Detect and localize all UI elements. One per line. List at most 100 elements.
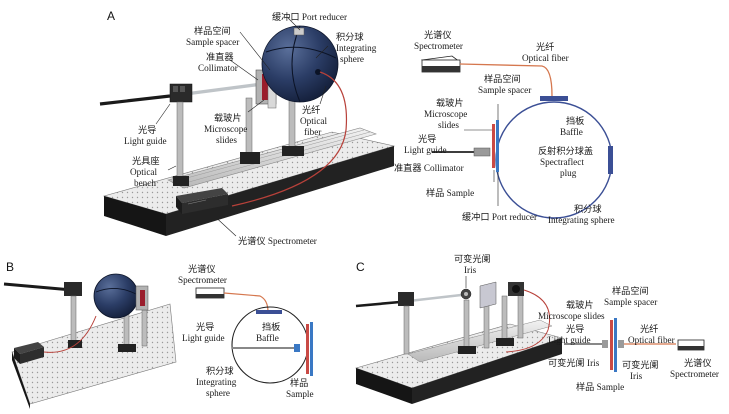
label-optical-fiber-cn-sc: 光纤	[640, 323, 658, 334]
baffle-b	[256, 310, 282, 314]
spectrometer-a	[176, 188, 228, 214]
spectraflect-plug-a	[608, 146, 613, 174]
label-iris-full-sc: 可变光阑 Iris	[548, 357, 600, 368]
label-sphere-sb: sphere	[206, 388, 230, 398]
panel-c: C	[355, 253, 564, 404]
iris-schematic-c-2	[618, 340, 624, 348]
label-sample-space-cn-a: 样品空间	[194, 25, 231, 36]
label-integrating-sb: Integrating	[196, 377, 237, 387]
label-optical-fiber-sc: Optical fiber	[628, 335, 675, 345]
panel-b-schematic: 光谱仪 Spectrometer 光导 Light guide 挡板 Baffl…	[178, 263, 314, 399]
label-optical-fiber-cn-sa: 光纤	[536, 41, 554, 52]
slides-b	[306, 324, 309, 374]
label-collimator-cn-a: 准直器	[206, 51, 234, 62]
optical-fiber-a	[231, 71, 348, 207]
label-sample-space-cn-sc: 样品空间	[612, 285, 649, 296]
slides-c	[610, 320, 613, 370]
sample-holder-b	[135, 285, 149, 311]
label-integrating-sphere-cn-a: 积分球	[336, 31, 364, 42]
label-iris-cn-sc: 可变光阑	[622, 359, 659, 370]
label-spectrometer-cn-sa: 光谱仪	[424, 29, 452, 40]
label-optical-bench-a: Optical	[130, 167, 157, 177]
label-microscope-slides-sc: Microscope slides	[538, 311, 605, 321]
sample-b	[310, 322, 313, 376]
label-sample-full-sa: 样品 Sample	[426, 187, 474, 198]
label-light-guide-sc: Light guide	[548, 335, 591, 345]
microscope-slides-a	[492, 124, 495, 168]
panel-c-schematic: 样品空间 Sample spacer 载玻片 Microscope slides…	[538, 285, 719, 392]
label-collimator-a: Collimator	[198, 63, 238, 73]
label-reflect-cn-sa: 反射积分球盖	[538, 145, 593, 156]
sample-port-b	[294, 344, 300, 352]
spectrometer-icon-schematic-b	[195, 287, 225, 299]
optical-fiber-schematic-a	[459, 63, 553, 97]
label-sample-cn-sb: 样品	[290, 377, 308, 388]
label-slides-sa: slides	[438, 120, 459, 130]
label-integrating-sphere-cn-sb: 积分球	[206, 365, 234, 376]
label-microscope-sa: Microscope	[424, 109, 467, 119]
label-iris-cn-c: 可变光阑	[454, 253, 491, 264]
panel-b: B	[3, 260, 177, 409]
label-sphere-a: sphere	[340, 54, 364, 64]
optical-fiber-c	[505, 289, 550, 353]
integrating-sphere-a	[261, 25, 339, 103]
label-sample-sb: Sample	[286, 389, 314, 399]
label-plug-sa: plug	[560, 168, 577, 178]
label-baffle-sa: Baffle	[560, 127, 583, 137]
baffle-a	[540, 96, 568, 101]
light-guide-c	[355, 292, 471, 308]
label-light-guide-cn-sa: 光导	[418, 133, 436, 144]
label-sample-spacer-a: Sample spacer	[186, 37, 239, 47]
label-baffle-cn-sb: 挡板	[262, 321, 280, 332]
panel-a-letter: A	[107, 9, 115, 23]
panel-b-letter: B	[6, 260, 14, 274]
label-integrating-sphere-cn-sa: 积分球	[574, 203, 602, 214]
posts-b	[64, 282, 148, 352]
label-sample-space-cn-sa: 样品空间	[484, 73, 521, 84]
collimator-c	[508, 282, 524, 296]
label-spectrometer-sb: Spectrometer	[178, 275, 227, 285]
label-light-guide-sa: Light guide	[404, 145, 447, 155]
label-optical-bench-cn-a: 光具座	[132, 155, 160, 166]
panel-a-schematic: 光谱仪 Spectrometer 光纤 Optical fiber 样品空间 S…	[394, 29, 615, 225]
label-iris-c: Iris	[464, 265, 477, 275]
label-collimator-full-sa: 准直器 Collimator	[394, 162, 464, 173]
label-spectrometer-sa: Spectrometer	[414, 41, 463, 51]
optical-fiber-schematic-b	[223, 292, 269, 313]
collimator-schematic-a	[473, 147, 491, 157]
posts-a	[173, 97, 304, 186]
label-fiber-a: fiber	[304, 127, 321, 137]
spectrometer-b	[14, 342, 44, 364]
optical-bench-c	[407, 319, 553, 363]
label-spectrometer-cn-sc: 光谱仪	[684, 357, 712, 368]
light-guide-b	[3, 282, 73, 292]
label-baffle-sb: Baffle	[256, 333, 279, 343]
label-slides-cn-sa: 载玻片	[436, 97, 464, 108]
leader-lines-schematic-a	[464, 104, 499, 206]
label-light-guide-sb: Light guide	[182, 333, 225, 343]
spectrometer-icon-schematic-c	[677, 339, 705, 351]
posts-c	[403, 293, 524, 355]
optical-fiber-b	[43, 315, 97, 353]
label-light-guide-cn-sc: 光导	[566, 323, 584, 334]
label-integrating-sphere-sa: Integrating sphere	[548, 215, 615, 225]
label-light-guide-a: Light guide	[124, 136, 167, 146]
label-optical-a: Optical	[300, 116, 327, 126]
panel-a: A	[99, 9, 396, 246]
label-spectrometer-full-a: 光谱仪 Spectrometer	[238, 235, 317, 246]
iris-c	[460, 288, 472, 300]
label-spectrometer-cn-sb: 光谱仪	[188, 263, 216, 274]
sample-c	[614, 318, 617, 372]
label-spectraflect-sa: Spectraflect	[540, 157, 584, 167]
optical-table-b	[11, 303, 177, 409]
label-iris-sc: Iris	[630, 371, 643, 381]
label-light-guide-cn-sb: 光导	[196, 321, 214, 332]
label-spectrometer-sc: Spectrometer	[670, 369, 719, 379]
label-slides-cn-a: 载玻片	[214, 112, 242, 123]
optical-table-c	[355, 323, 564, 404]
panel-c-letter: C	[356, 260, 365, 274]
label-bench-a: bench	[134, 178, 156, 188]
iris-schematic-c-1	[602, 340, 608, 348]
